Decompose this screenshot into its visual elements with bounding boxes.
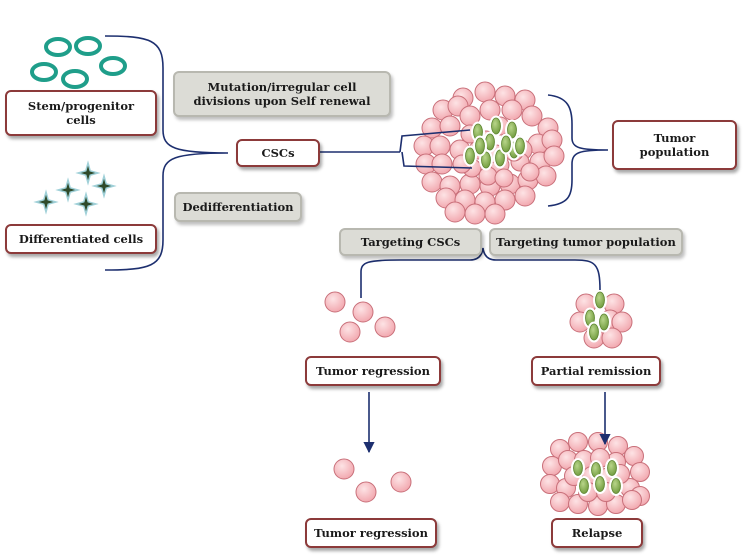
- tumor-cell: [429, 135, 451, 157]
- tumor-cell: [514, 185, 536, 207]
- tumor-regression-final-cells: [333, 458, 412, 503]
- tumor-population-mass: [413, 81, 565, 225]
- csc-cell: [491, 117, 501, 135]
- tumor-cell: [324, 291, 346, 313]
- dedifferentiation-label: Dedifferentiation: [174, 192, 302, 222]
- tumor-cell: [333, 458, 355, 480]
- tumor-cell: [464, 203, 486, 225]
- tumor-cell: [339, 321, 361, 343]
- tumor-cell: [501, 99, 523, 121]
- targeting-cscs-label: Targeting CSCs: [339, 228, 482, 256]
- targeting-brace: [360, 247, 601, 298]
- partial-remission-label: Partial remission: [531, 356, 661, 386]
- csc-cell: [579, 478, 589, 494]
- tumor-cell: [630, 462, 650, 482]
- partial-remission-cells: [569, 289, 633, 349]
- csc-cell: [481, 151, 491, 169]
- tumor-cell: [390, 471, 412, 493]
- differentiated-cell: [91, 173, 117, 199]
- tumor-population-brace: [547, 94, 609, 207]
- stem-cells-icon: [30, 36, 127, 89]
- tumor-cell: [484, 203, 506, 225]
- tumor-cell: [494, 168, 514, 188]
- tumor-cell: [611, 311, 633, 333]
- csc-cell: [589, 323, 599, 341]
- cscs-label: CSCs: [236, 139, 320, 167]
- csc-cell: [595, 476, 605, 492]
- tumor-cell: [479, 99, 501, 121]
- tumor-population-label: Tumor population: [612, 120, 737, 170]
- csc-cell: [595, 291, 605, 309]
- tumor-regression-label: Tumor regression: [305, 356, 441, 386]
- tumor-regression-final-label: Tumor regression: [305, 518, 437, 548]
- differentiated-cell: [75, 160, 101, 186]
- relapse-mass: [540, 432, 650, 516]
- tumor-cell: [543, 145, 565, 167]
- tumor-cell: [521, 105, 543, 127]
- tumor-cell: [421, 117, 443, 139]
- csc-cell: [507, 121, 517, 139]
- relapse-label: Relapse: [551, 518, 643, 548]
- tumor-cell: [431, 153, 453, 175]
- tumor-cell: [421, 171, 443, 193]
- tumor-cell: [355, 481, 377, 503]
- csc-cell: [599, 313, 609, 331]
- targeting-tumor-population-label: Targeting tumor population: [489, 228, 683, 256]
- tumor-cell: [601, 327, 623, 349]
- origin-brace: [104, 35, 229, 271]
- connectors: [104, 35, 611, 454]
- csc-cluster-bracket: [399, 129, 473, 169]
- differentiated-cells-icon: [33, 160, 117, 217]
- csc-cell: [607, 460, 617, 476]
- differentiated-cells-label: Differentiated cells: [5, 224, 157, 254]
- stem-cells-label: Stem/progenitor cells: [5, 90, 157, 136]
- tumor-cell: [444, 201, 466, 223]
- tumor-cell: [352, 301, 374, 323]
- differentiated-cell: [33, 189, 59, 215]
- csc-cell: [475, 137, 485, 155]
- tumor-cell: [520, 162, 540, 182]
- tumor-cell: [622, 490, 642, 510]
- csc-cell: [515, 137, 525, 155]
- csc-cell: [495, 149, 505, 167]
- tumor-cell: [474, 81, 496, 103]
- tumor-cell: [568, 432, 588, 452]
- csc-cell: [465, 147, 475, 165]
- tumor-cell: [374, 316, 396, 338]
- differentiated-cell: [73, 191, 99, 217]
- csc-cell: [573, 460, 583, 476]
- tumor-cell: [550, 492, 570, 512]
- csc-cell: [611, 478, 621, 494]
- differentiated-cell: [55, 177, 81, 203]
- mutation-label: Mutation/irregular cell divisions upon S…: [173, 71, 391, 117]
- csc-cell: [501, 135, 511, 153]
- tumor-regression-cells: [324, 291, 396, 343]
